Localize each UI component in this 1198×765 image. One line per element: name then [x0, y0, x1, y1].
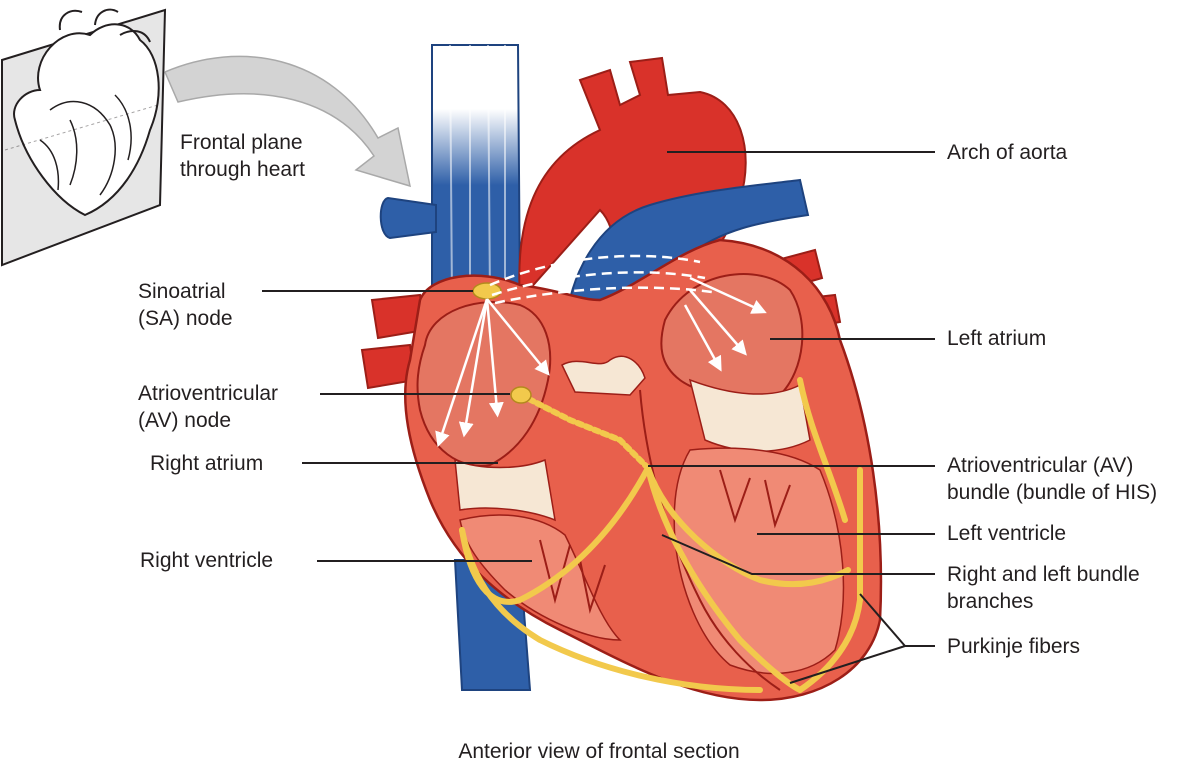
label-left-ventricle: Left ventricle [947, 522, 1067, 545]
plane-arrow [164, 55, 411, 188]
label-av-node-line2: (AV) node [138, 409, 231, 432]
label-bundle-branches-line1: Right and left bundle [947, 563, 1140, 586]
label-av-node-line1: Atrioventricular [138, 382, 279, 405]
label-left-atrium: Left atrium [947, 327, 1047, 350]
superior-vena-cava [431, 44, 522, 301]
inset-label: Frontal plane through heart [180, 129, 305, 183]
label-av-bundle-line2: bundle (bundle of HIS) [947, 481, 1158, 504]
sa-node [472, 282, 502, 300]
label-purkinje-fibers: Purkinje fibers [947, 635, 1081, 658]
conduction-system [459, 377, 863, 693]
label-right-ventricle: Right ventricle [140, 549, 274, 572]
label-bundle-branches: Right and left bundle branches [947, 561, 1140, 615]
label-right-atrium: Right atrium [150, 452, 264, 475]
label-av-bundle: Atrioventricular (AV) bundle (bundle of … [947, 452, 1157, 506]
label-sinoatrial-node: Sinoatrial (SA) node [138, 278, 233, 332]
label-av-node: Atrioventricular (AV) node [138, 380, 278, 434]
label-av-bundle-line1: Atrioventricular (AV) [947, 454, 1134, 477]
leader-lines [262, 151, 935, 684]
label-sinoatrial-line1: Sinoatrial [138, 280, 226, 303]
inset-label-line1: Frontal plane [180, 131, 303, 154]
inset-label-line2: through heart [180, 158, 305, 181]
right-atrium-chamber [416, 301, 552, 467]
figure-caption: Anterior view of frontal section [458, 740, 740, 763]
right-ventricle-chamber [459, 514, 622, 641]
impulse-arrows [435, 298, 550, 448]
frontal-plane-inset [1, 8, 167, 267]
label-sinoatrial-line2: (SA) node [138, 307, 233, 330]
label-arch-of-aorta: Arch of aorta [947, 141, 1068, 164]
av-node [510, 386, 532, 404]
label-bundle-branches-line2: branches [947, 590, 1034, 613]
